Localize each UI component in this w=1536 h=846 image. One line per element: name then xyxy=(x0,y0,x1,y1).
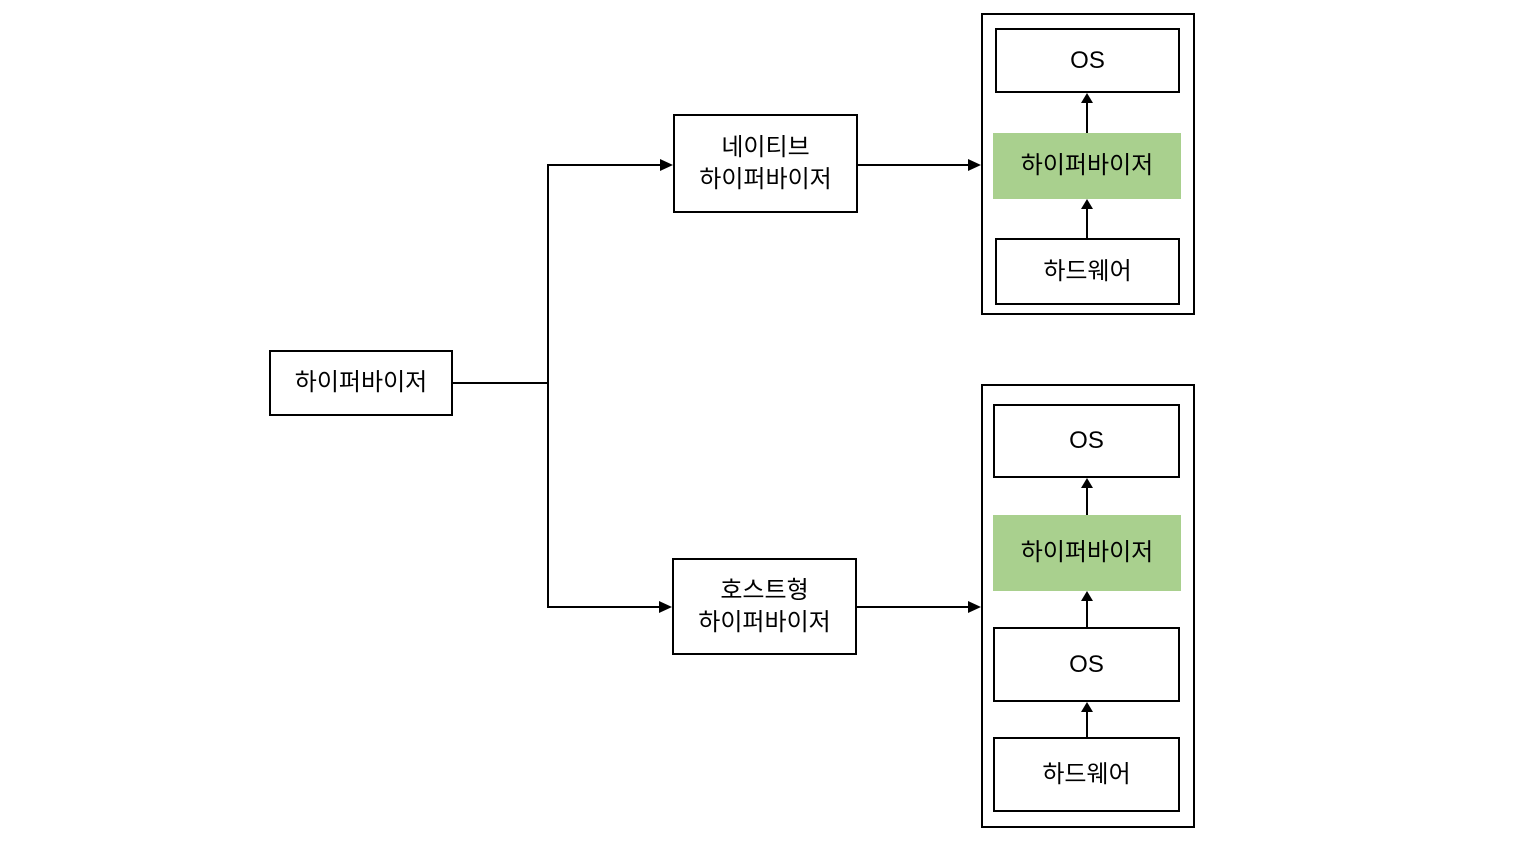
node-hypervisor-root: 하이퍼바이저 xyxy=(269,350,453,416)
node-native-label-line1: 네이티브 xyxy=(721,133,810,161)
layer-label: OS xyxy=(1069,650,1104,678)
node-native-hypervisor: 네이티브 하이퍼바이저 xyxy=(673,114,858,213)
arrowhead-native-hw-to-hv xyxy=(1081,199,1093,209)
stack-hosted-frame xyxy=(981,384,1195,828)
layer-label: 하이퍼바이저 xyxy=(1020,152,1154,180)
arrowhead-native-stack xyxy=(968,159,981,171)
arrowhead-hosted-hw-to-os xyxy=(1081,702,1093,712)
connector-native-to-stack xyxy=(858,164,968,166)
layer-label: OS xyxy=(1070,46,1105,74)
arrowhead-hosted-hv-to-os xyxy=(1081,478,1093,488)
stack-native-layer-hardware: 하드웨어 xyxy=(995,238,1180,305)
connector-trunk-vertical xyxy=(547,164,549,608)
node-hosted-label-line2: 하이퍼바이저 xyxy=(698,608,831,636)
connector-hosted-os-to-hv xyxy=(1086,601,1088,627)
stack-hosted-layer-host-os: OS xyxy=(993,627,1180,702)
layer-label: OS xyxy=(1069,427,1104,455)
arrowhead-native-hv-to-os xyxy=(1081,93,1093,103)
arrowhead-hosted-stack xyxy=(968,601,981,613)
connector-hosted-hv-to-os xyxy=(1086,488,1088,515)
connector-trunk-to-native xyxy=(548,164,660,166)
stack-native-layer-hypervisor: 하이퍼바이저 xyxy=(993,133,1181,199)
node-native-label-line2: 하이퍼바이저 xyxy=(699,165,832,193)
node-hosted-hypervisor: 호스트형 하이퍼바이저 xyxy=(672,558,857,655)
layer-label: 하드웨어 xyxy=(1042,760,1131,788)
stack-hosted-layer-hypervisor: 하이퍼바이저 xyxy=(993,515,1181,591)
connector-native-hv-to-os xyxy=(1086,103,1088,133)
connector-hosted-to-stack xyxy=(857,606,968,608)
connector-trunk-to-hosted xyxy=(548,606,659,608)
stack-native-frame xyxy=(981,13,1195,315)
arrowhead-to-hosted xyxy=(659,601,672,613)
connector-root-to-trunk xyxy=(453,382,548,384)
stack-hosted-layer-guest-os: OS xyxy=(993,404,1180,478)
connector-native-hw-to-hv xyxy=(1086,209,1088,238)
node-hosted-label-line1: 호스트형 xyxy=(720,576,809,604)
layer-label: 하드웨어 xyxy=(1043,257,1132,285)
connector-hosted-hw-to-os xyxy=(1086,712,1088,737)
layer-label: 하이퍼바이저 xyxy=(1020,539,1154,567)
arrowhead-hosted-os-to-hv xyxy=(1081,591,1093,601)
stack-native-layer-os: OS xyxy=(995,28,1180,93)
stack-hosted-layer-hardware: 하드웨어 xyxy=(993,737,1180,812)
node-hypervisor-root-label: 하이퍼바이저 xyxy=(294,369,428,397)
arrowhead-to-native xyxy=(660,159,673,171)
